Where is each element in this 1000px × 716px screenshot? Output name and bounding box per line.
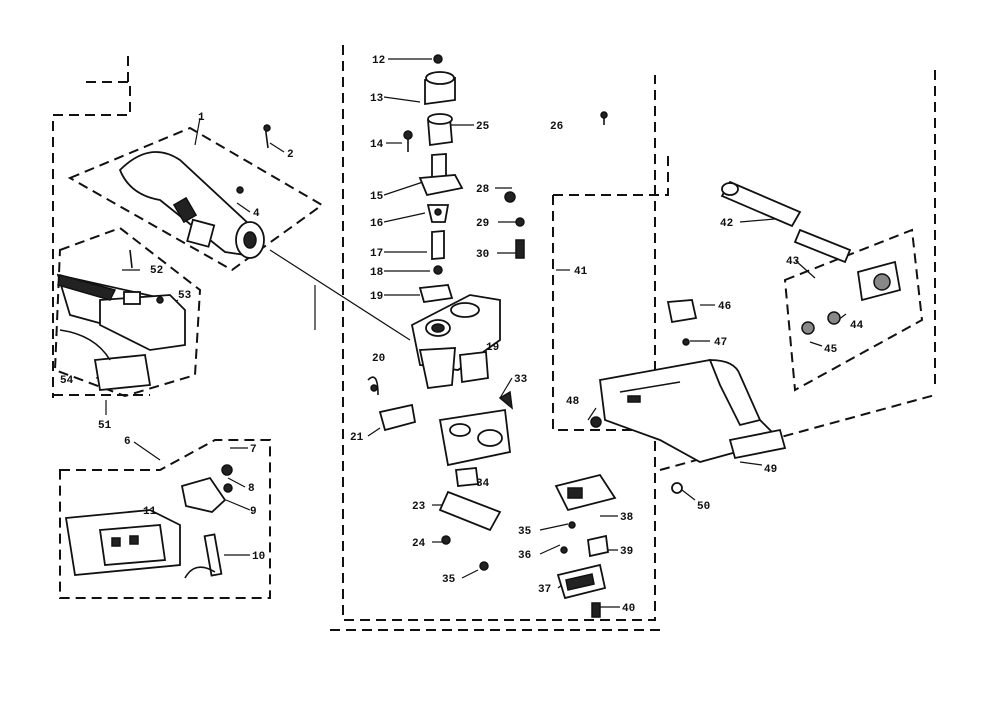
label-26: 26 <box>550 121 563 133</box>
label-37: 37 <box>538 584 551 596</box>
label-50: 50 <box>697 501 710 513</box>
label-18: 18 <box>370 267 384 279</box>
label-44: 44 <box>850 320 864 332</box>
label-38: 38 <box>620 512 634 524</box>
regulator-parts <box>367 376 617 618</box>
igniter-bracket <box>64 464 233 579</box>
label-19-upper: 19 <box>370 291 383 303</box>
label-19-lower: 19 <box>486 342 499 354</box>
label-23: 23 <box>412 501 426 513</box>
label-42: 42 <box>720 218 733 230</box>
part-drawings <box>56 54 902 618</box>
part-number-labels: 1 2 4 52 53 54 51 6 7 8 9 10 11 12 13 14… <box>60 55 864 615</box>
burner-tube-assembly <box>118 124 271 259</box>
label-47: 47 <box>714 337 727 349</box>
label-7: 7 <box>250 444 257 456</box>
label-35-left: 35 <box>442 574 456 586</box>
label-39: 39 <box>620 546 633 558</box>
label-9: 9 <box>250 506 257 518</box>
valve-stack <box>403 54 608 389</box>
label-4: 4 <box>253 208 260 220</box>
label-2: 2 <box>287 149 294 161</box>
label-12: 12 <box>372 55 385 67</box>
label-51: 51 <box>98 420 112 432</box>
label-34: 34 <box>476 478 490 490</box>
mounting-bracket-assembly <box>590 180 902 494</box>
label-53: 53 <box>178 290 192 302</box>
label-35-right: 35 <box>518 526 532 538</box>
label-6: 6 <box>124 436 131 448</box>
label-41: 41 <box>574 266 588 278</box>
label-40: 40 <box>622 603 635 615</box>
label-45: 45 <box>824 344 838 356</box>
label-54: 54 <box>60 375 74 387</box>
label-36: 36 <box>518 550 531 562</box>
label-21: 21 <box>350 432 364 444</box>
label-16: 16 <box>370 218 383 230</box>
label-29: 29 <box>476 218 489 230</box>
label-43: 43 <box>786 256 800 268</box>
label-30: 30 <box>476 249 489 261</box>
pilot-assembly <box>56 249 186 391</box>
label-20: 20 <box>372 353 385 365</box>
label-1: 1 <box>198 112 205 124</box>
label-10: 10 <box>252 551 265 563</box>
label-33: 33 <box>514 374 528 386</box>
label-14: 14 <box>370 139 384 151</box>
label-24: 24 <box>412 538 426 550</box>
label-8: 8 <box>248 483 255 495</box>
label-13: 13 <box>370 93 384 105</box>
label-48: 48 <box>566 396 580 408</box>
label-11: 11 <box>143 506 157 518</box>
label-46: 46 <box>718 301 731 313</box>
label-15: 15 <box>370 191 384 203</box>
label-52: 52 <box>150 265 163 277</box>
label-49: 49 <box>764 464 777 476</box>
label-17: 17 <box>370 248 383 260</box>
label-28: 28 <box>476 184 490 196</box>
label-25: 25 <box>476 121 490 133</box>
